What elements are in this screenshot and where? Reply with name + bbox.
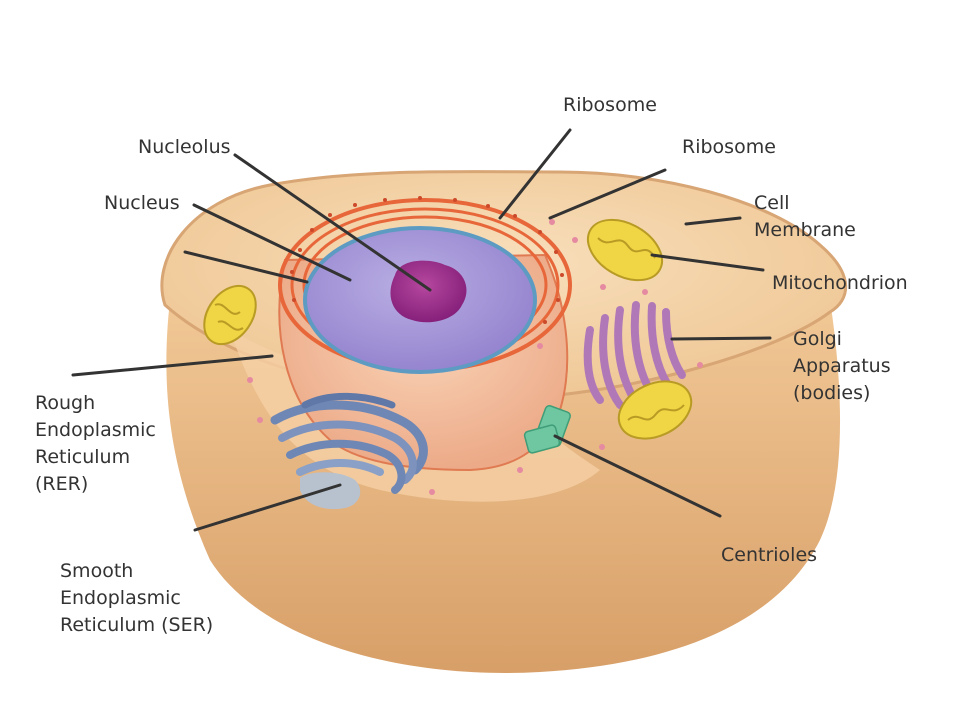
leader-cell-membrane [684, 216, 742, 226]
mitochondrion-bottom-right [617, 380, 693, 440]
label-nucleolus: Nucleolus [138, 136, 231, 158]
label-golgi-line: Golgi [793, 328, 842, 350]
mitochondrion-left [203, 284, 257, 346]
label-golgi-apparatus: Golgi Apparatus (bodies) [793, 326, 891, 407]
label-rer-line: Reticulum [35, 446, 131, 468]
centrioles [523, 405, 571, 454]
leader-golgi [670, 336, 772, 341]
label-rer-line: Rough [35, 392, 96, 414]
mitochondrion-top-right [587, 218, 663, 282]
label-golgi-line: (bodies) [793, 382, 871, 404]
label-rer-line: (RER) [35, 473, 89, 495]
rough-er-ribosome-dots [290, 196, 564, 324]
leader-ribosome-right [548, 168, 667, 220]
label-nucleus: Nucleus [104, 192, 180, 214]
label-rough-er: Rough Endoplasmic Reticulum (RER) [35, 390, 156, 498]
label-ribosome-top: Ribosome [563, 94, 657, 116]
label-rer-line: Endoplasmic [35, 419, 156, 441]
free-ribosomes [247, 219, 703, 495]
label-ribosome-right: Ribosome [682, 136, 776, 158]
smooth-er [270, 392, 428, 494]
leader-centrioles [553, 434, 722, 518]
leader-mitochondrion [650, 253, 765, 272]
label-ser-line: Smooth [60, 560, 134, 582]
leader-ribosome-top [498, 128, 572, 220]
leader-nucleus [192, 203, 352, 282]
smooth-er-tubules [300, 472, 361, 510]
label-mitochondrion: Mitochondrion [772, 272, 908, 294]
label-cell-membrane: Cell Membrane [754, 190, 856, 244]
leader-rer [71, 354, 274, 377]
label-centrioles: Centrioles [721, 544, 818, 566]
label-golgi-line: Apparatus [793, 355, 891, 377]
leader-lines [71, 128, 772, 532]
leader-nucleolus [233, 153, 432, 292]
label-cell-membrane-line: Cell [754, 192, 790, 214]
label-smooth-er: Smooth Endoplasmic Reticulum (SER) [60, 558, 213, 639]
leader-nuclear-envelope [183, 250, 309, 284]
label-ser-line: Reticulum (SER) [60, 614, 214, 636]
label-ser-line: Endoplasmic [60, 587, 181, 609]
label-cell-membrane-line: Membrane [754, 219, 856, 241]
leader-ser [193, 483, 342, 532]
